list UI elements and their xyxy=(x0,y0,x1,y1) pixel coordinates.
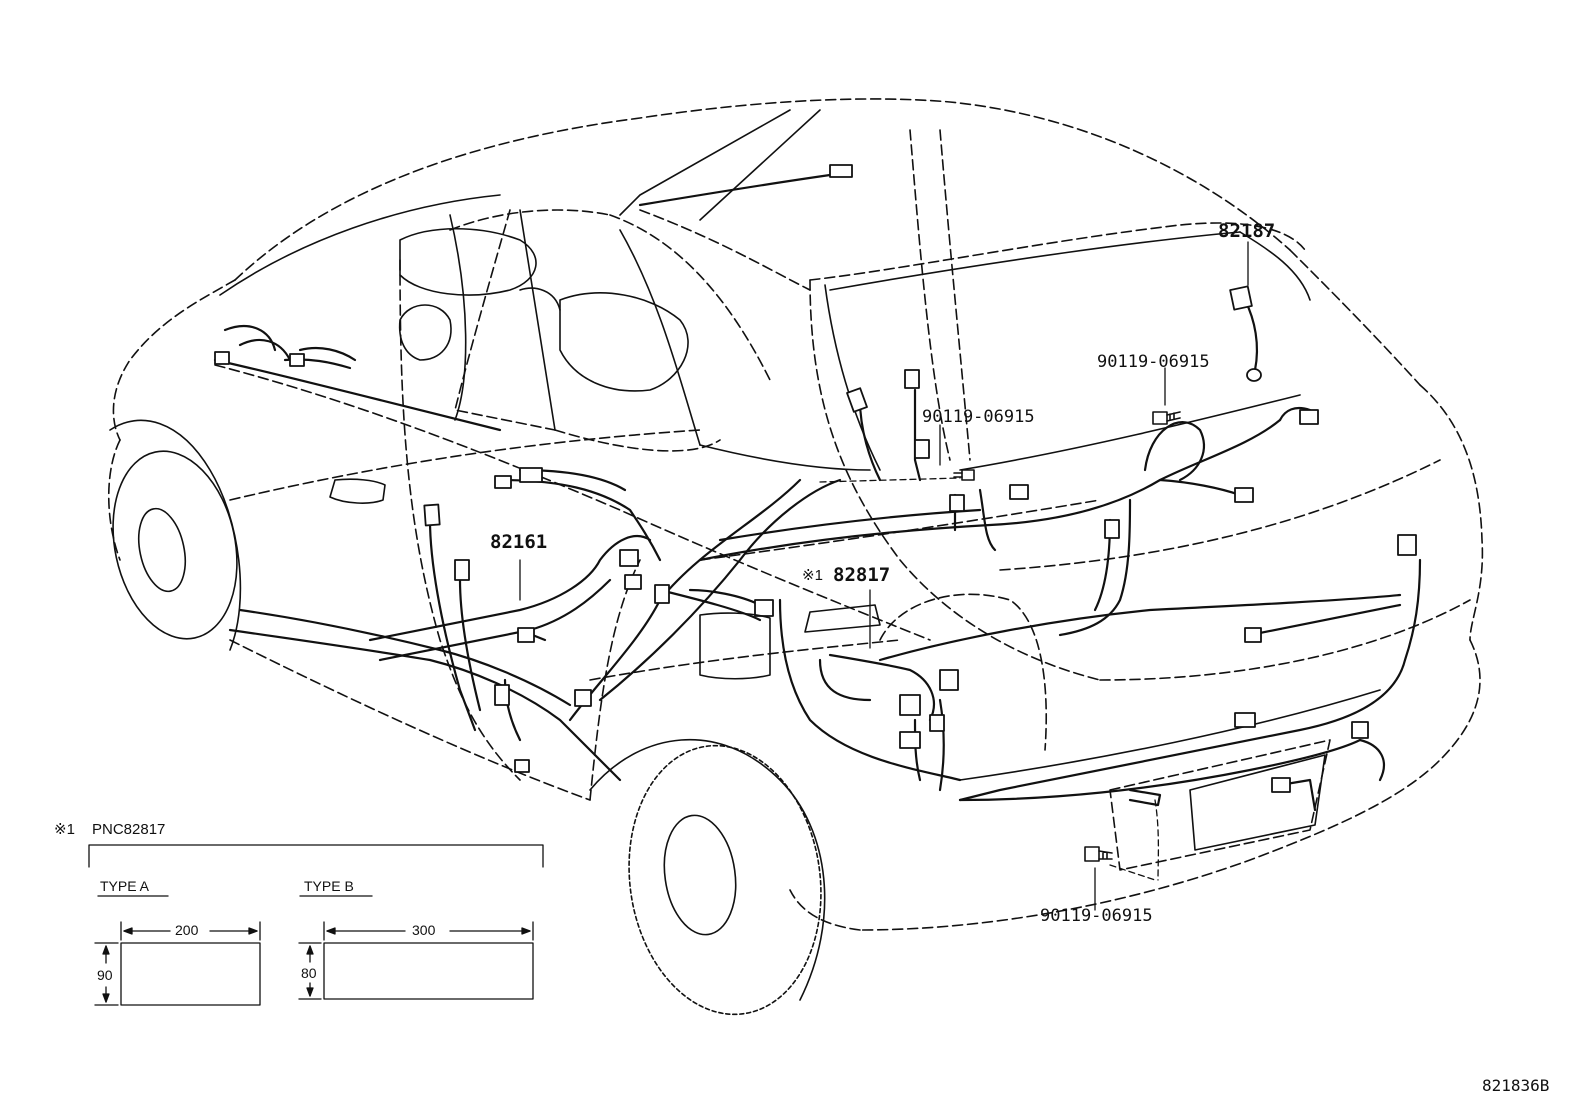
type-b-height: 80 xyxy=(301,965,317,981)
car-body-solid-lines xyxy=(109,109,1381,1016)
figure-code: 821836B xyxy=(1482,1076,1550,1095)
bolt-lower xyxy=(1084,846,1113,862)
type-a-width: 200 xyxy=(175,922,199,938)
inset-heading: PNC82817 xyxy=(92,821,166,838)
harness-connectors xyxy=(214,164,1417,793)
bolt-upper xyxy=(1152,411,1181,425)
leader-lines xyxy=(519,241,1249,911)
label-part-82187: 82187 xyxy=(1218,220,1276,242)
type-a-height: 90 xyxy=(97,967,113,983)
label-bolt-middle: 90119-06915 xyxy=(922,407,1035,427)
type-b-width: 300 xyxy=(412,922,436,938)
type-a-title: TYPE A xyxy=(100,878,150,894)
label-part-82817-mark: ※1 xyxy=(802,567,823,584)
label-bolt-lower: 90119-06915 xyxy=(1040,906,1153,926)
label-part-82817: 82817 xyxy=(833,564,891,586)
car-body-outline xyxy=(107,98,1484,931)
harness-wires xyxy=(213,168,1422,812)
bolt-glyphs xyxy=(953,411,1181,862)
label-bolt-upper: 90119-06915 xyxy=(1097,352,1210,372)
pad-82817-outlines xyxy=(699,604,881,680)
type-b-title: TYPE B xyxy=(304,878,354,894)
bolt-middle xyxy=(953,469,975,481)
inset-heading-mark: ※1 xyxy=(54,821,75,838)
inset-frame xyxy=(88,844,544,1006)
label-part-82161: 82161 xyxy=(490,531,548,553)
